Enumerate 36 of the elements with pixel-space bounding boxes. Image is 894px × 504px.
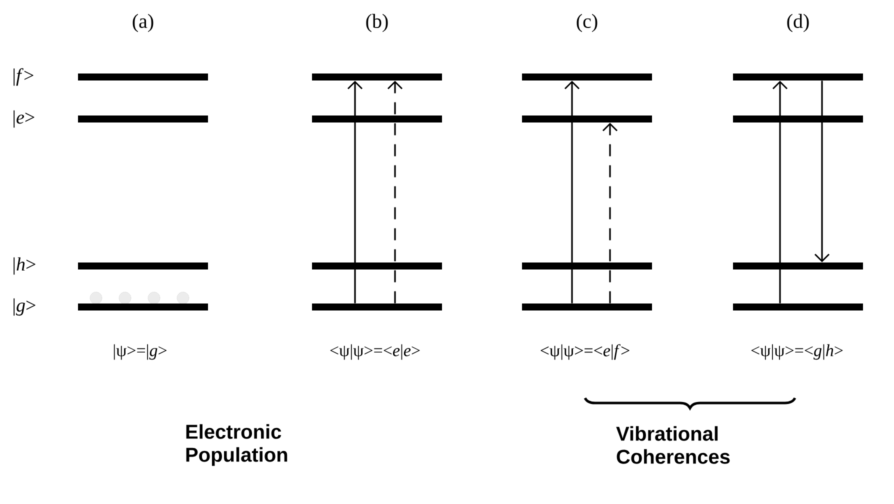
level-label: |h> bbox=[14, 257, 36, 275]
transition-arrow bbox=[347, 80, 363, 304]
state-formula: <ψ|ψ>=<e|f> bbox=[540, 344, 630, 360]
energy-level bbox=[312, 304, 442, 310]
transition-arrow bbox=[602, 122, 618, 304]
energy-level bbox=[733, 116, 863, 122]
energy-level bbox=[522, 262, 652, 270]
energy-level bbox=[733, 262, 863, 270]
panel-letter: (a) bbox=[132, 14, 154, 32]
energy-level bbox=[78, 74, 208, 80]
category-label: Electronic Population bbox=[186, 424, 288, 466]
level-label: |e> bbox=[14, 110, 34, 128]
energy-level bbox=[733, 74, 863, 80]
transition-arrow bbox=[387, 80, 403, 304]
transition-arrow bbox=[564, 80, 580, 304]
energy-level bbox=[522, 116, 652, 122]
level-label: |g> bbox=[14, 298, 36, 316]
transition-arrow bbox=[772, 80, 788, 304]
panel-letter: (b) bbox=[366, 14, 388, 32]
energy-level bbox=[733, 304, 863, 310]
category-label: Vibrational Coherences bbox=[616, 426, 730, 464]
energy-level bbox=[78, 304, 208, 310]
panel-letter: (d) bbox=[787, 14, 809, 32]
energy-level bbox=[78, 262, 208, 270]
energy-level bbox=[312, 262, 442, 270]
energy-level bbox=[312, 116, 442, 122]
energy-level bbox=[522, 304, 652, 310]
energy-level bbox=[522, 74, 652, 80]
state-formula: <ψ|ψ>=<g|h> bbox=[751, 344, 843, 360]
state-formula: |ψ>=|g> bbox=[114, 344, 167, 360]
transition-arrow bbox=[814, 80, 830, 262]
level-label: |f> bbox=[14, 68, 34, 86]
energy-level bbox=[312, 74, 442, 80]
panel-letter: (c) bbox=[576, 14, 598, 32]
energy-level bbox=[78, 116, 208, 122]
state-formula: <ψ|ψ>=<e|e> bbox=[330, 344, 420, 360]
